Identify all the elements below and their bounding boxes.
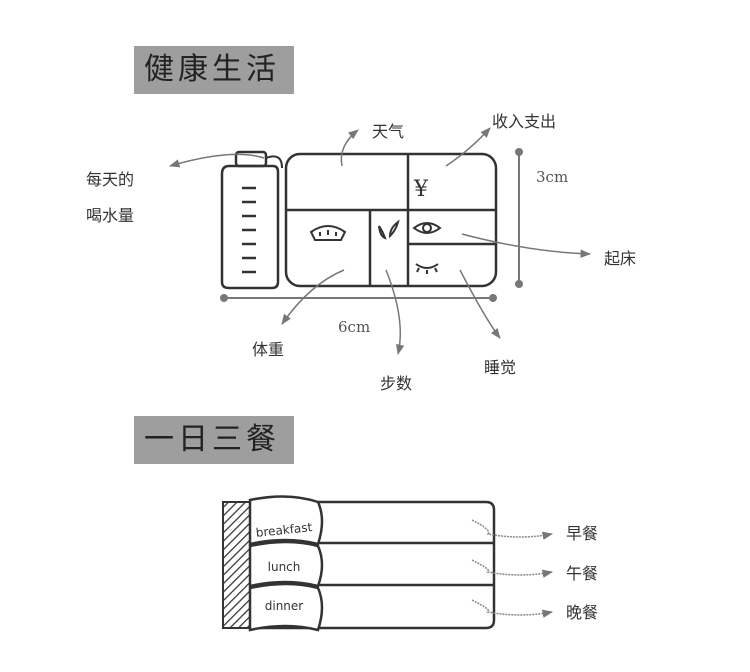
tracker-box xyxy=(284,152,498,288)
label-height-dimension: 3cm xyxy=(536,168,569,186)
label-weight: 体重 xyxy=(252,340,285,359)
arrow-weather xyxy=(340,129,359,167)
arrow-income xyxy=(445,127,491,167)
bottle-scale-ticks xyxy=(242,186,256,274)
arrow-steps xyxy=(385,269,405,356)
arrow-sleep xyxy=(459,269,501,339)
eye-open-icon xyxy=(412,222,442,234)
meal-tabs xyxy=(248,495,324,632)
height-dimension-line xyxy=(515,148,523,288)
arrow-wake xyxy=(461,233,592,258)
width-dimension-line xyxy=(220,294,497,302)
label-water-line1: 每天的 xyxy=(86,170,135,189)
label-dinner: 晚餐 xyxy=(566,603,599,622)
arrow-breakfast xyxy=(471,519,554,540)
label-lunch: 午餐 xyxy=(566,564,599,583)
footprint-icon xyxy=(378,219,400,240)
tab-lunch-label: lunch xyxy=(268,560,301,574)
water-bottle xyxy=(220,150,283,290)
meal-arrows xyxy=(471,519,554,618)
scale-icon xyxy=(309,225,347,241)
label-breakfast: 早餐 xyxy=(566,524,599,543)
arrow-lunch xyxy=(471,559,554,578)
eye-closed-icon xyxy=(415,263,439,274)
label-weather: 天气 xyxy=(372,122,405,141)
label-income-expense: 收入支出 xyxy=(492,112,557,131)
tab-dinner-label: dinner xyxy=(265,599,304,613)
label-width-dimension: 6cm xyxy=(338,318,371,336)
section-title-health: 健康生活 xyxy=(134,46,294,94)
yen-symbol: ¥ xyxy=(413,177,429,202)
label-sleep: 睡觉 xyxy=(484,358,517,377)
arrow-weight xyxy=(281,269,345,325)
tab-dinner-shape xyxy=(248,582,324,632)
label-water-line2: 喝水量 xyxy=(86,206,135,225)
health-arrows xyxy=(168,127,592,356)
label-wake-up: 起床 xyxy=(604,249,637,268)
tab-breakfast-label: breakfast xyxy=(255,520,313,540)
section-title-meals: 一日三餐 xyxy=(134,416,294,464)
label-steps: 步数 xyxy=(380,374,413,393)
tab-lunch-shape xyxy=(248,540,324,588)
tab-breakfast-shape xyxy=(248,495,324,546)
arrow-water xyxy=(168,153,265,168)
arrow-dinner xyxy=(471,599,554,618)
